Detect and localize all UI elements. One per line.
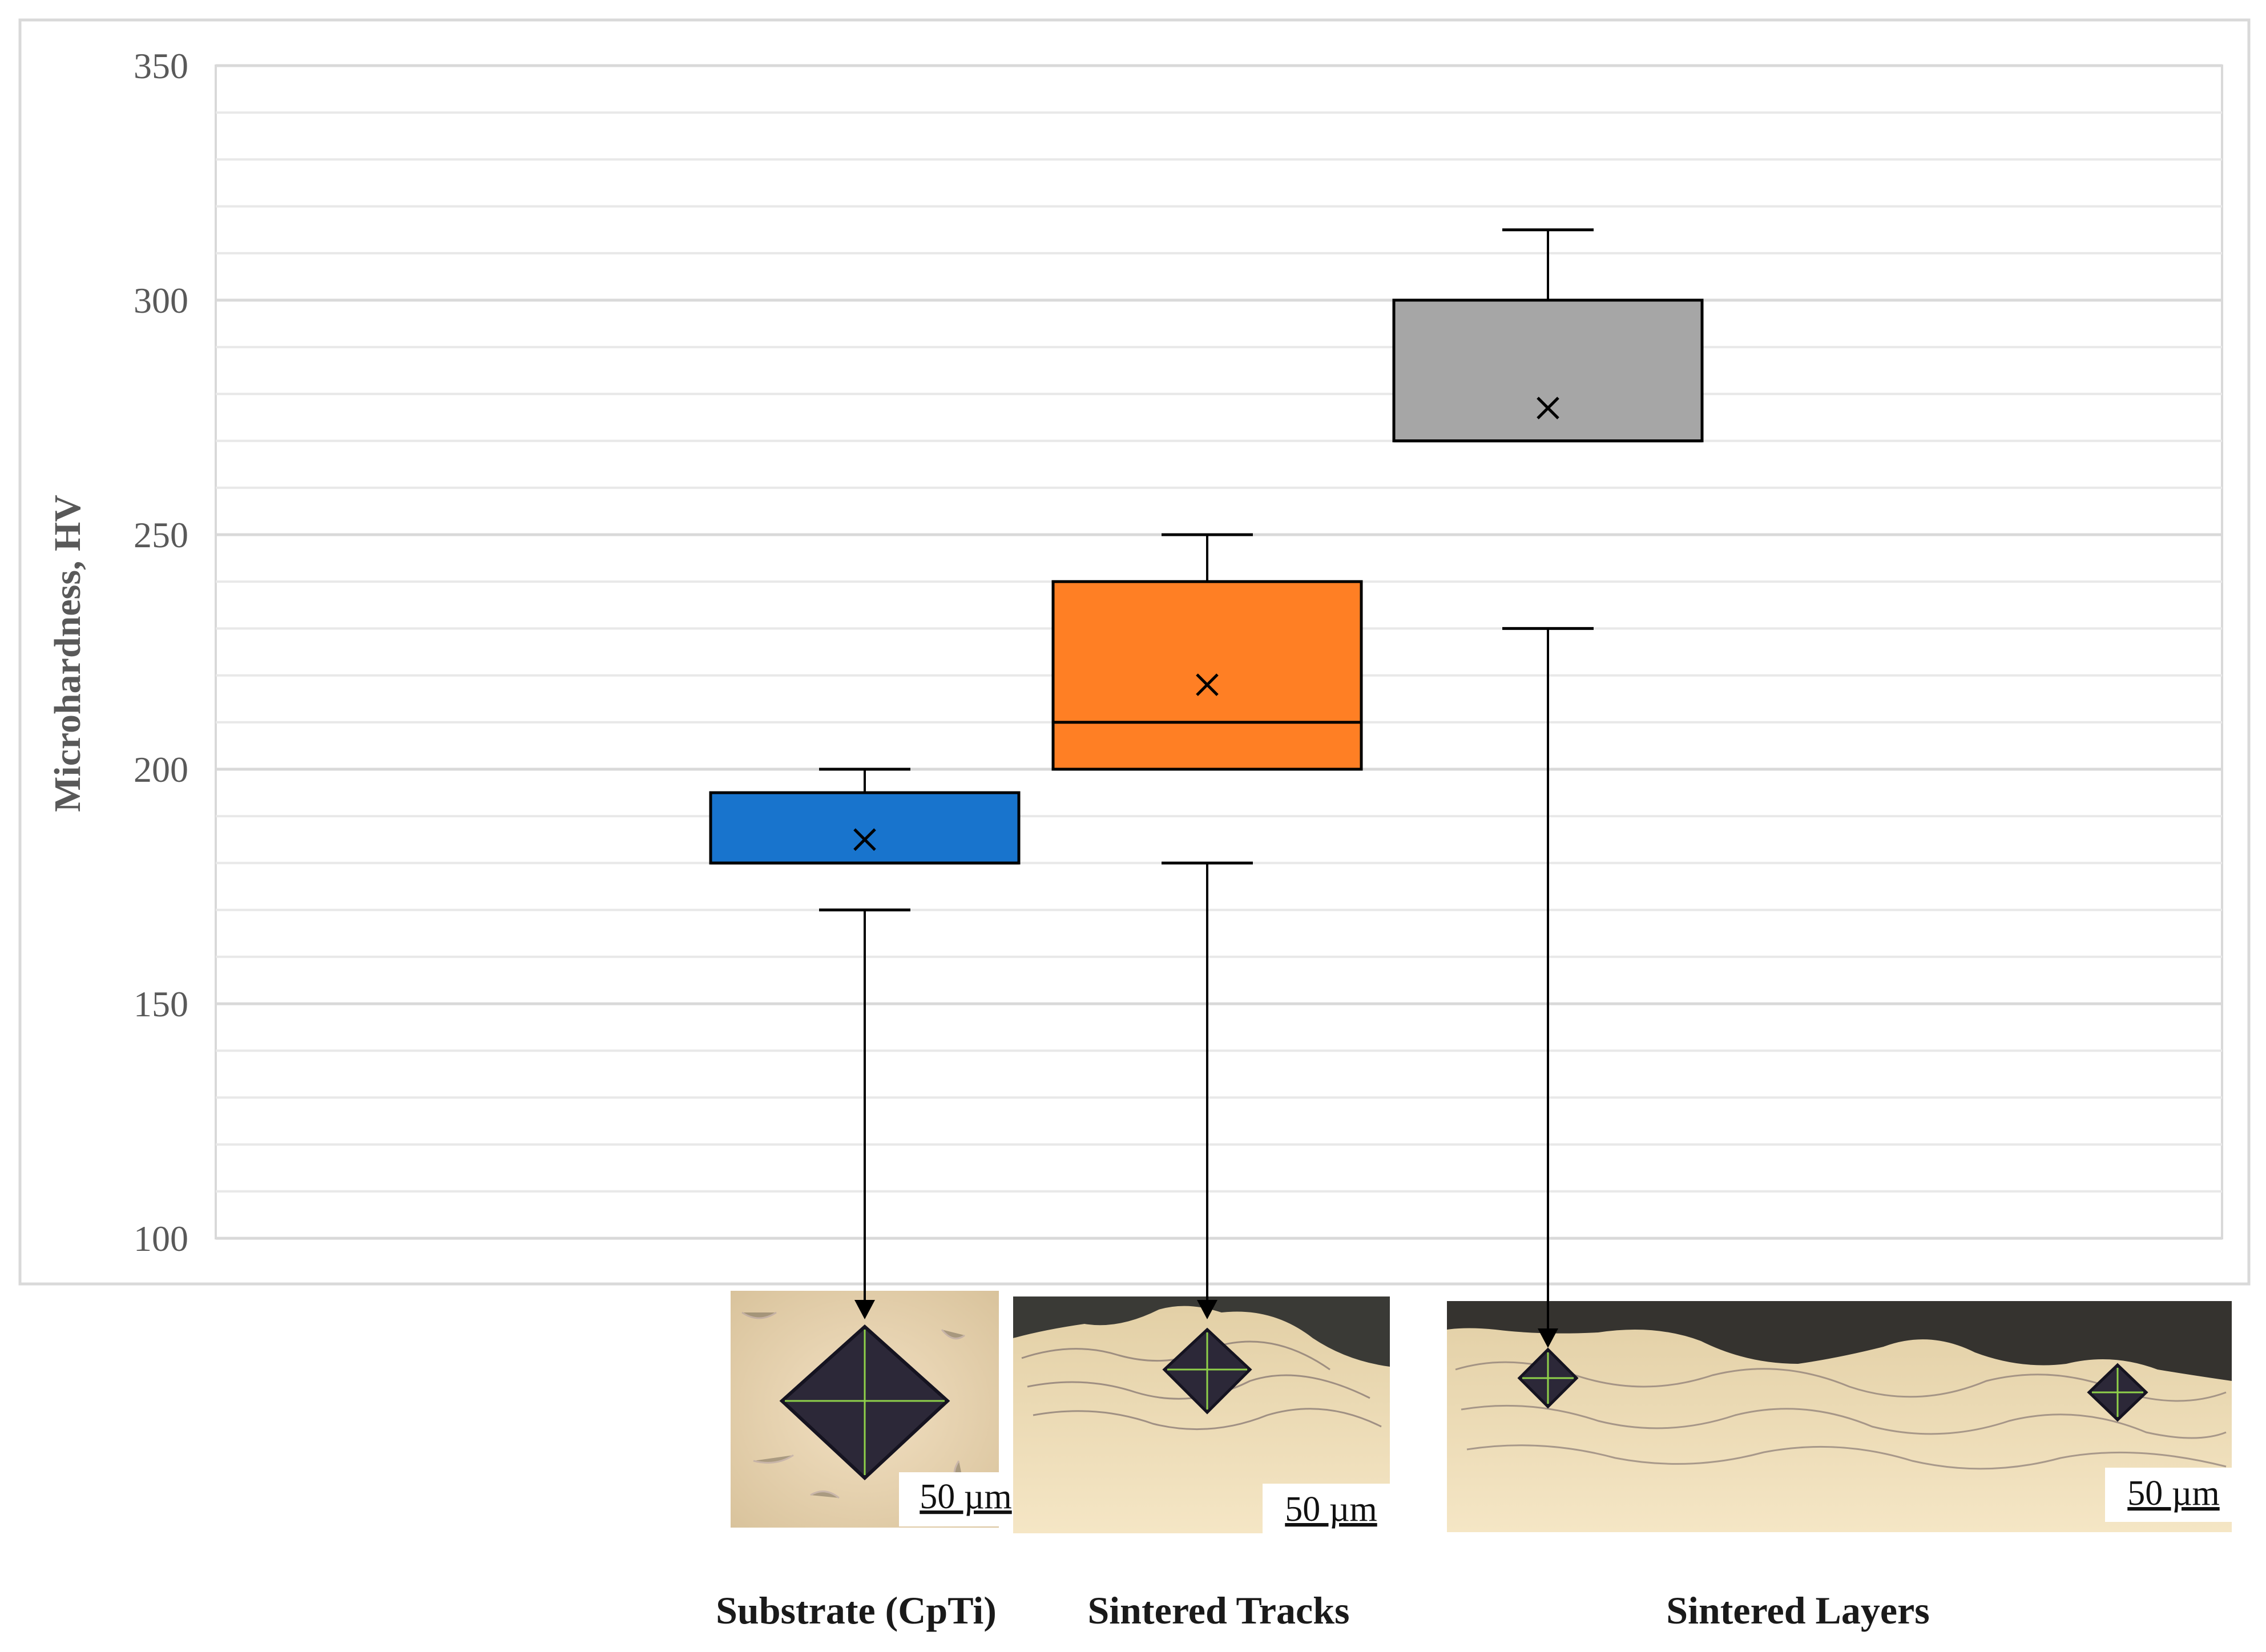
box-plot <box>709 768 1021 912</box>
box-plot <box>1051 533 1363 865</box>
y-tick-label: 300 <box>134 280 188 321</box>
category-label: Sintered Layers <box>1666 1589 1930 1632</box>
y-tick-label: 100 <box>134 1218 188 1259</box>
box-plot <box>1392 228 1704 630</box>
mean-marker <box>853 828 876 851</box>
box-plots <box>709 228 1704 912</box>
box-iqr <box>709 791 1021 865</box>
scale-bar-label: 50 µm <box>2127 1474 2219 1513</box>
category-label: Substrate (CpTi) <box>716 1589 997 1632</box>
mean-marker <box>1537 397 1559 419</box>
mean-marker <box>1196 673 1219 696</box>
box-iqr <box>1051 580 1363 771</box>
y-axis-label: Microhardness, HV <box>47 495 88 812</box>
scale-bar-label: 50 µm <box>920 1477 1011 1516</box>
indent-arrowhead <box>1197 1300 1217 1319</box>
scale-bar-label: 50 µm <box>1285 1490 1377 1529</box>
indent-arrowhead <box>854 1300 875 1319</box>
indent-arrows <box>854 628 1558 1348</box>
y-tick-label: 250 <box>134 515 188 555</box>
micrograph-tracks: 50 µm <box>1013 1296 1400 1538</box>
y-tick-label: 350 <box>134 46 188 86</box>
micrograph-layers: 50 µm <box>1447 1301 2242 1532</box>
micrograph-substrate: 50 µm <box>731 1291 1033 1528</box>
indent-arrowhead <box>1538 1328 1558 1348</box>
y-tick-label: 150 <box>134 984 188 1024</box>
box-iqr <box>1392 298 1704 443</box>
category-label: Sintered Tracks <box>1087 1589 1349 1632</box>
y-tick-label: 200 <box>134 749 188 790</box>
y-axis-ticks: 100 150 200 250 300 350 <box>134 46 188 1259</box>
category-labels: Substrate (CpTi) Sintered Tracks Sintered … <box>716 1589 1930 1632</box>
minor-gridlines <box>216 111 2222 1193</box>
